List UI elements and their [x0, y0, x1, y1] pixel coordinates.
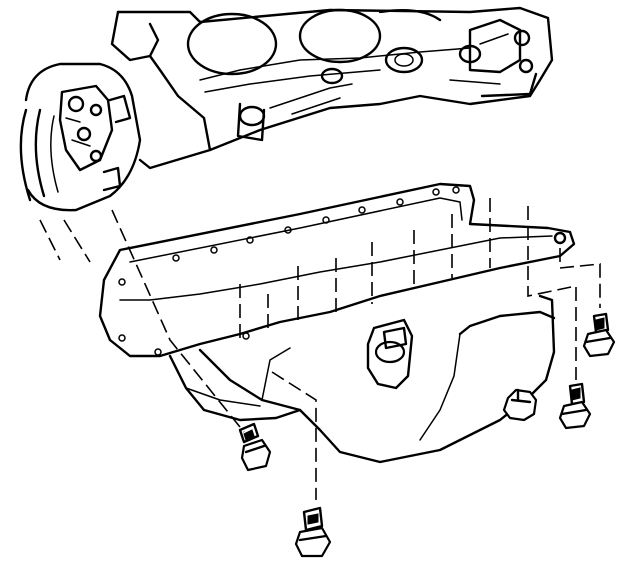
oil-pan-bolt-bottom — [294, 506, 332, 558]
oil-pump-pickup — [366, 318, 414, 390]
engine-block — [110, 6, 554, 170]
oil-pan-bolt-left — [238, 422, 272, 472]
drain-plug — [502, 388, 538, 422]
oil-pan-stud-nut-right-lower — [558, 382, 592, 430]
alignment-lines — [111, 198, 601, 500]
oil-pan-stud-nut-right-upper — [582, 312, 616, 358]
oil-pan — [98, 182, 576, 464]
flange-bolt-holes — [118, 186, 567, 356]
harmonic-balancer — [19, 62, 142, 263]
